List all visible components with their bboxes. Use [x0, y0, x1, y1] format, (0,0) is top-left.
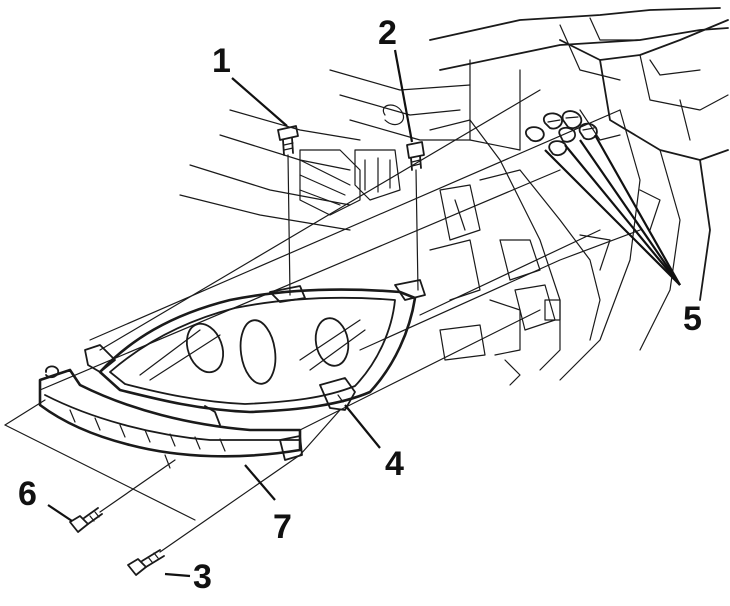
- clips-5-icon: [525, 110, 598, 157]
- headlamp-assembly: [84, 279, 426, 426]
- vehicle-body-structure: [179, 7, 729, 386]
- callout-leaders: [47, 49, 681, 578]
- callout-7-label: 7: [273, 508, 292, 546]
- screw-3-icon: [127, 549, 165, 576]
- callout-2-label: 2: [378, 14, 397, 52]
- lower-trim-strip: [38, 365, 303, 469]
- callout-4-label: 4: [385, 445, 404, 483]
- bolt-1-icon: [277, 125, 299, 296]
- callout-1-label: 1: [212, 42, 231, 80]
- guide-lines: [4, 399, 341, 553]
- screw-6-icon: [69, 507, 103, 533]
- callout-3-label: 3: [193, 558, 212, 596]
- callout-6-label: 6: [18, 475, 37, 513]
- bolt-2-icon: [406, 141, 425, 291]
- callout-5-label: 5: [683, 300, 702, 338]
